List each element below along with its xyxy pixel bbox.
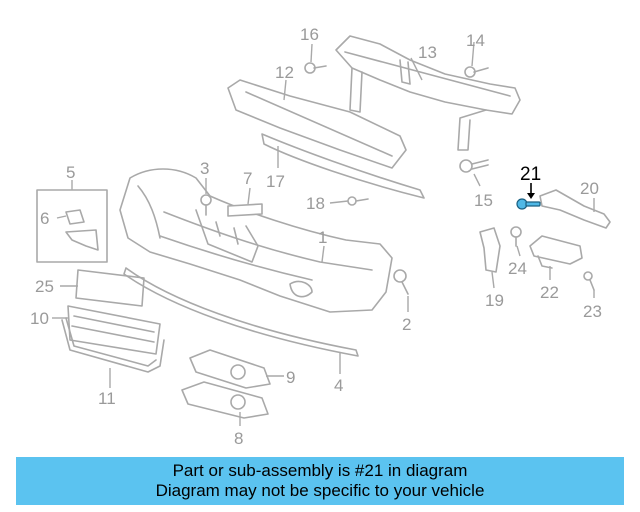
leader-1 xyxy=(321,245,325,263)
part-12-energy-absorber xyxy=(227,79,407,169)
part-24-clip xyxy=(510,226,522,247)
callout-9: 9 xyxy=(286,368,295,387)
callout-4: 4 xyxy=(334,376,343,395)
part-18-bolt xyxy=(347,196,369,206)
leader-12 xyxy=(283,79,287,101)
part-9-fog-cover xyxy=(189,349,271,389)
arrow-down-icon xyxy=(527,193,535,199)
part-2-bolt xyxy=(393,269,409,295)
parts-diagram: 13 14 16 12 17 15 18 xyxy=(30,25,611,448)
callout-12: 12 xyxy=(275,63,294,82)
callout-16: 16 xyxy=(300,25,319,44)
part-22-lower-bracket xyxy=(529,235,583,269)
info-banner: Part or sub-assembly is #21 in diagram D… xyxy=(16,457,624,505)
callout-3: 3 xyxy=(200,159,209,178)
part-11-grille-molding xyxy=(61,317,165,373)
callout-18: 18 xyxy=(306,194,325,213)
callout-23: 23 xyxy=(583,302,602,321)
part-10-grille xyxy=(67,305,161,355)
part-15-bolt xyxy=(459,159,489,173)
part-25-plate-bracket xyxy=(75,269,145,307)
part-16-bolt xyxy=(304,62,327,74)
callout-25: 25 xyxy=(35,277,54,296)
callout-21: 21 xyxy=(520,164,541,185)
part-13-reinforcement-bar xyxy=(335,35,521,151)
callout-11: 11 xyxy=(98,389,116,408)
banner-line-1: Part or sub-assembly is #21 in diagram xyxy=(172,461,468,480)
callout-20: 20 xyxy=(580,179,599,198)
callout-6: 6 xyxy=(40,209,49,228)
banner-line-2: Diagram may not be specific to your vehi… xyxy=(155,481,485,500)
part-19-side-bracket xyxy=(479,227,501,273)
callout-17: 17 xyxy=(266,172,285,191)
part-7-bracket xyxy=(227,203,263,217)
callout-19: 19 xyxy=(485,291,504,310)
part-3-clip xyxy=(200,194,212,216)
callout-24: 24 xyxy=(508,259,527,278)
callout-2: 2 xyxy=(402,315,411,334)
part-14-bolt xyxy=(464,66,489,78)
callout-8: 8 xyxy=(234,429,243,448)
callout-5: 5 xyxy=(66,163,75,182)
part-17-trim-strip xyxy=(261,133,425,199)
callout-13: 13 xyxy=(418,43,437,62)
callout-1: 1 xyxy=(318,228,327,247)
callout-7: 7 xyxy=(243,169,252,188)
callout-22: 22 xyxy=(540,283,559,302)
callout-14: 14 xyxy=(466,31,485,50)
part-8-fog-bezel xyxy=(181,381,269,419)
callout-10: 10 xyxy=(30,309,49,328)
leader-18 xyxy=(329,200,349,204)
part-1-bumper-cover xyxy=(119,168,393,313)
leader-24 xyxy=(516,245,521,257)
part-23-bolt xyxy=(583,271,595,291)
leader-7 xyxy=(247,187,251,205)
leader-19 xyxy=(491,271,495,289)
leader-16 xyxy=(310,43,313,63)
leader-13 xyxy=(410,57,423,81)
leader-14 xyxy=(471,41,475,67)
part-4-lower-molding xyxy=(123,267,359,357)
part-21-screw xyxy=(516,198,541,210)
leader-15 xyxy=(473,173,481,187)
callout-15: 15 xyxy=(474,191,493,210)
leader-6 xyxy=(56,215,67,219)
part-20-guide-strip xyxy=(539,189,611,229)
